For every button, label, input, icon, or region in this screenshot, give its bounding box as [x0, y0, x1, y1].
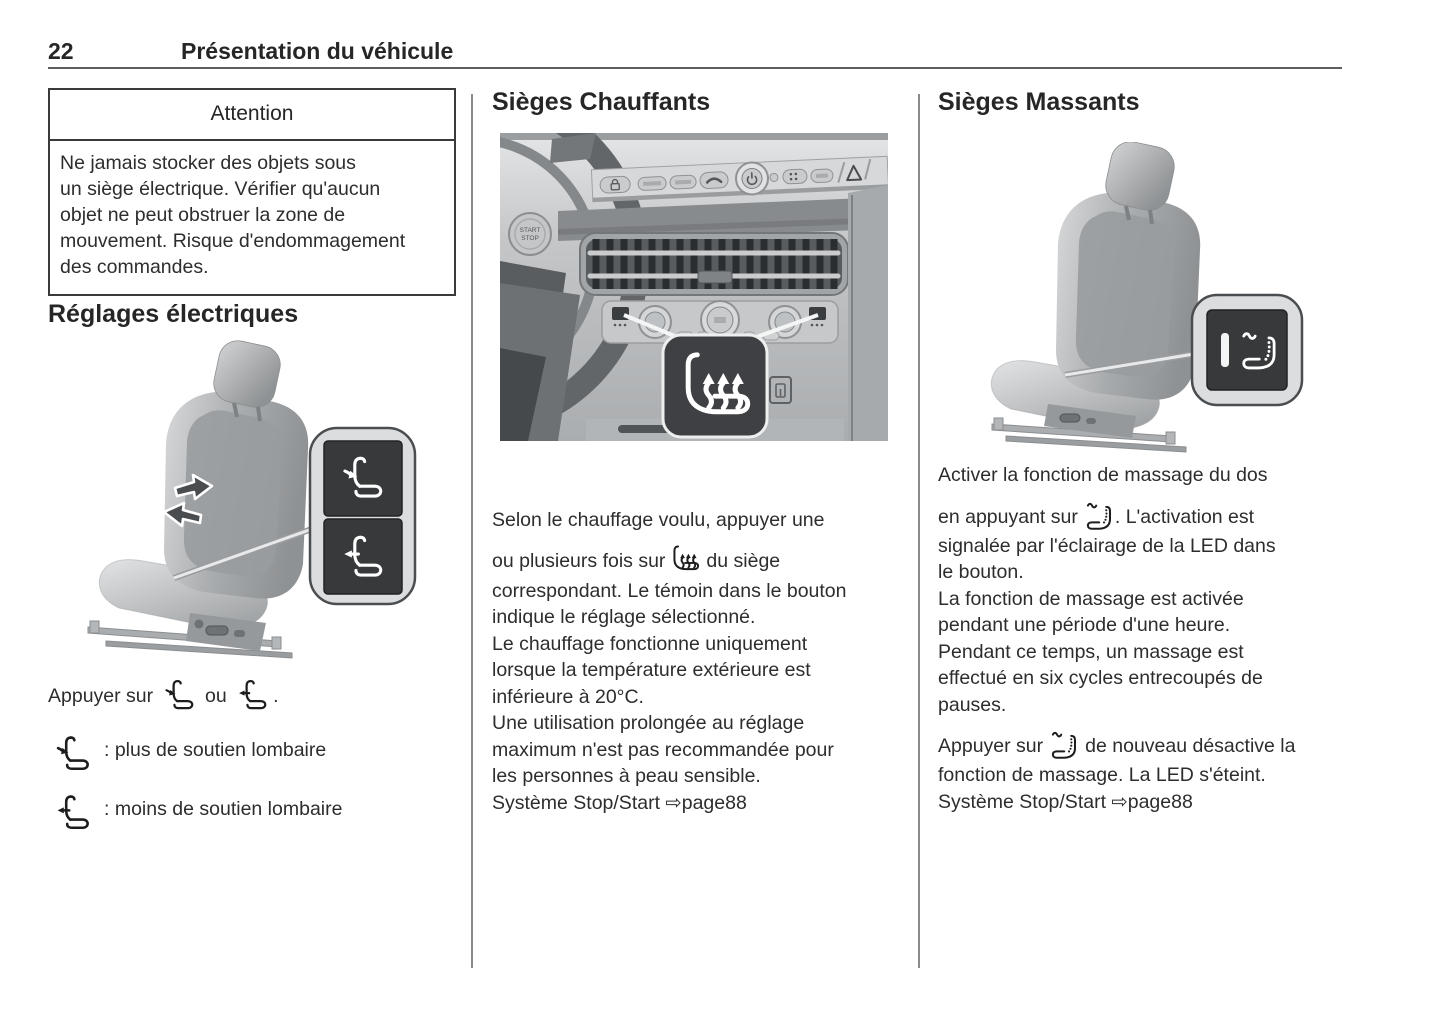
lumbar-more-button — [323, 440, 403, 517]
lumbar-less-button — [323, 518, 403, 595]
body-line: les personnes à peau sensible. — [492, 765, 761, 787]
body-line: Le chauffage fonctionne uniquement — [492, 632, 808, 655]
lumbar-more-icon — [56, 736, 90, 771]
massage-seat-illustration — [990, 142, 1304, 453]
seat-body — [98, 340, 309, 651]
body-text: . L'activation est — [1114, 505, 1255, 528]
body-line: Pendant ce temps, un massage est — [938, 640, 1244, 663]
heated-seat-callout — [623, 313, 819, 439]
body-line-with-icon: ou plusieurs fois sur du siège — [492, 544, 847, 578]
massage-callout-panel — [1190, 293, 1304, 407]
dashboard-button-strip — [590, 155, 888, 203]
electric-seat-illustration — [87, 340, 417, 659]
body-text: ou plusieurs fois sur — [492, 549, 666, 572]
press-text-or: ou — [204, 685, 227, 707]
lumbar-direction-arrows — [162, 473, 214, 528]
body-line-with-icon: en appuyant sur . L'activation est — [938, 499, 1295, 533]
seat-rails — [991, 417, 1187, 453]
massage-seat-icon — [1052, 731, 1077, 759]
hazard-icon — [846, 164, 863, 182]
body-line: maximum n'est pas recommandée pour — [492, 738, 834, 761]
page-title: Présentation du véhicule — [181, 38, 454, 64]
lumbar-less-icon — [238, 679, 267, 710]
dashboard-right-edge — [848, 185, 888, 441]
heated-seats-text: Selon le chauffage voulu, appuyer une ou… — [492, 507, 847, 816]
start-stop-button: START STOP — [508, 212, 552, 256]
lumbar-more-label: : plus de soutien lombaire — [104, 739, 327, 761]
body-line: le bouton. — [938, 561, 1024, 583]
body-text: Système Stop/Start — [492, 791, 666, 814]
page-reference-link[interactable]: ⇨page88 — [1111, 790, 1193, 813]
air-vents — [579, 232, 849, 296]
body-line: lorsque la température extérieure est — [492, 659, 811, 681]
page-number: 22 — [48, 38, 74, 64]
heated-seat-callout-button — [661, 333, 769, 439]
massage-led-bar — [1221, 333, 1229, 367]
body-line: correspondant. Le témoin dans le bouton — [492, 579, 847, 602]
body-line: La fonction de massage est activée — [938, 587, 1244, 610]
start-stop-label-1: START — [520, 227, 541, 234]
body-text: Appuyer sur — [938, 735, 1044, 757]
body-line: fonction de massage. La LED s'éteint. — [938, 764, 1266, 786]
lumbar-callout-panel — [308, 426, 417, 606]
callout-connector-line — [1064, 351, 1195, 378]
lumbar-less-icon — [56, 795, 90, 830]
massage-seats-text: Activer la fonction de massage du dos en… — [938, 462, 1295, 815]
seat-body — [990, 142, 1201, 438]
grid-icon — [789, 172, 798, 181]
lumbar-less-label: : moins de soutien lombaire — [104, 798, 343, 820]
heated-seats-dashboard-photo: START STOP — [500, 133, 888, 441]
start-stop-label-2: STOP — [521, 235, 539, 242]
body-text: Système Stop/Start — [938, 790, 1112, 813]
body-line: Une utilisation prolongée au réglage — [492, 712, 805, 734]
lumbar-more-icon — [164, 679, 193, 710]
body-line-with-icon: Appuyer sur de nouveau désactive la — [938, 728, 1295, 762]
body-line: Système Stop/Start ⇨page88 — [492, 790, 847, 817]
body-text: de nouveau désactive la — [1085, 735, 1296, 757]
body-line: Selon le chauffage voulu, appuyer une — [492, 509, 825, 531]
header-rule — [48, 67, 1342, 69]
callout-connector-line — [172, 526, 314, 581]
body-text: en appuyant sur — [938, 505, 1078, 528]
heated-seat-icon — [673, 545, 700, 570]
phone-holder-icon — [769, 376, 792, 404]
electric-press-instruction: Appuyer sur ou . — [48, 676, 279, 716]
heading-heated-seats: Sièges Chauffants — [492, 88, 711, 116]
massage-button — [1206, 309, 1288, 391]
lock-icon — [610, 182, 621, 191]
body-line: inférieure à 20°C. — [492, 685, 644, 708]
heading-electric-adjustments: Réglages électriques — [48, 300, 299, 328]
power-icon — [746, 172, 758, 186]
attention-body: Ne jamais stocker des objets sous un siè… — [60, 152, 406, 278]
press-text-pre: Appuyer sur — [48, 685, 154, 707]
body-line: pendant une période d'une heure. — [938, 614, 1231, 636]
massage-seat-icon — [1086, 502, 1111, 530]
body-line: pauses. — [938, 693, 1007, 716]
heading-massage-seats: Sièges Massants — [938, 88, 1140, 116]
column-divider-left — [471, 94, 473, 968]
column-divider-right — [918, 94, 920, 968]
body-line: effectué en six cycles entrecoupés de — [938, 667, 1263, 689]
attention-title: Attention — [50, 90, 454, 141]
body-text: du siège — [706, 549, 781, 572]
attention-box: Attention Ne jamais stocker des objets s… — [48, 88, 456, 296]
press-text-end: . — [273, 685, 279, 707]
body-line: Activer la fonction de massage du dos — [938, 464, 1268, 486]
body-line: indique le réglage sélectionné. — [492, 606, 756, 628]
body-line: signalée par l'éclairage de la LED dans — [938, 534, 1276, 557]
phone-icon — [705, 177, 723, 184]
page-reference-link[interactable]: ⇨page88 — [665, 791, 747, 814]
body-line: Système Stop/Start ⇨page88 — [938, 789, 1295, 816]
